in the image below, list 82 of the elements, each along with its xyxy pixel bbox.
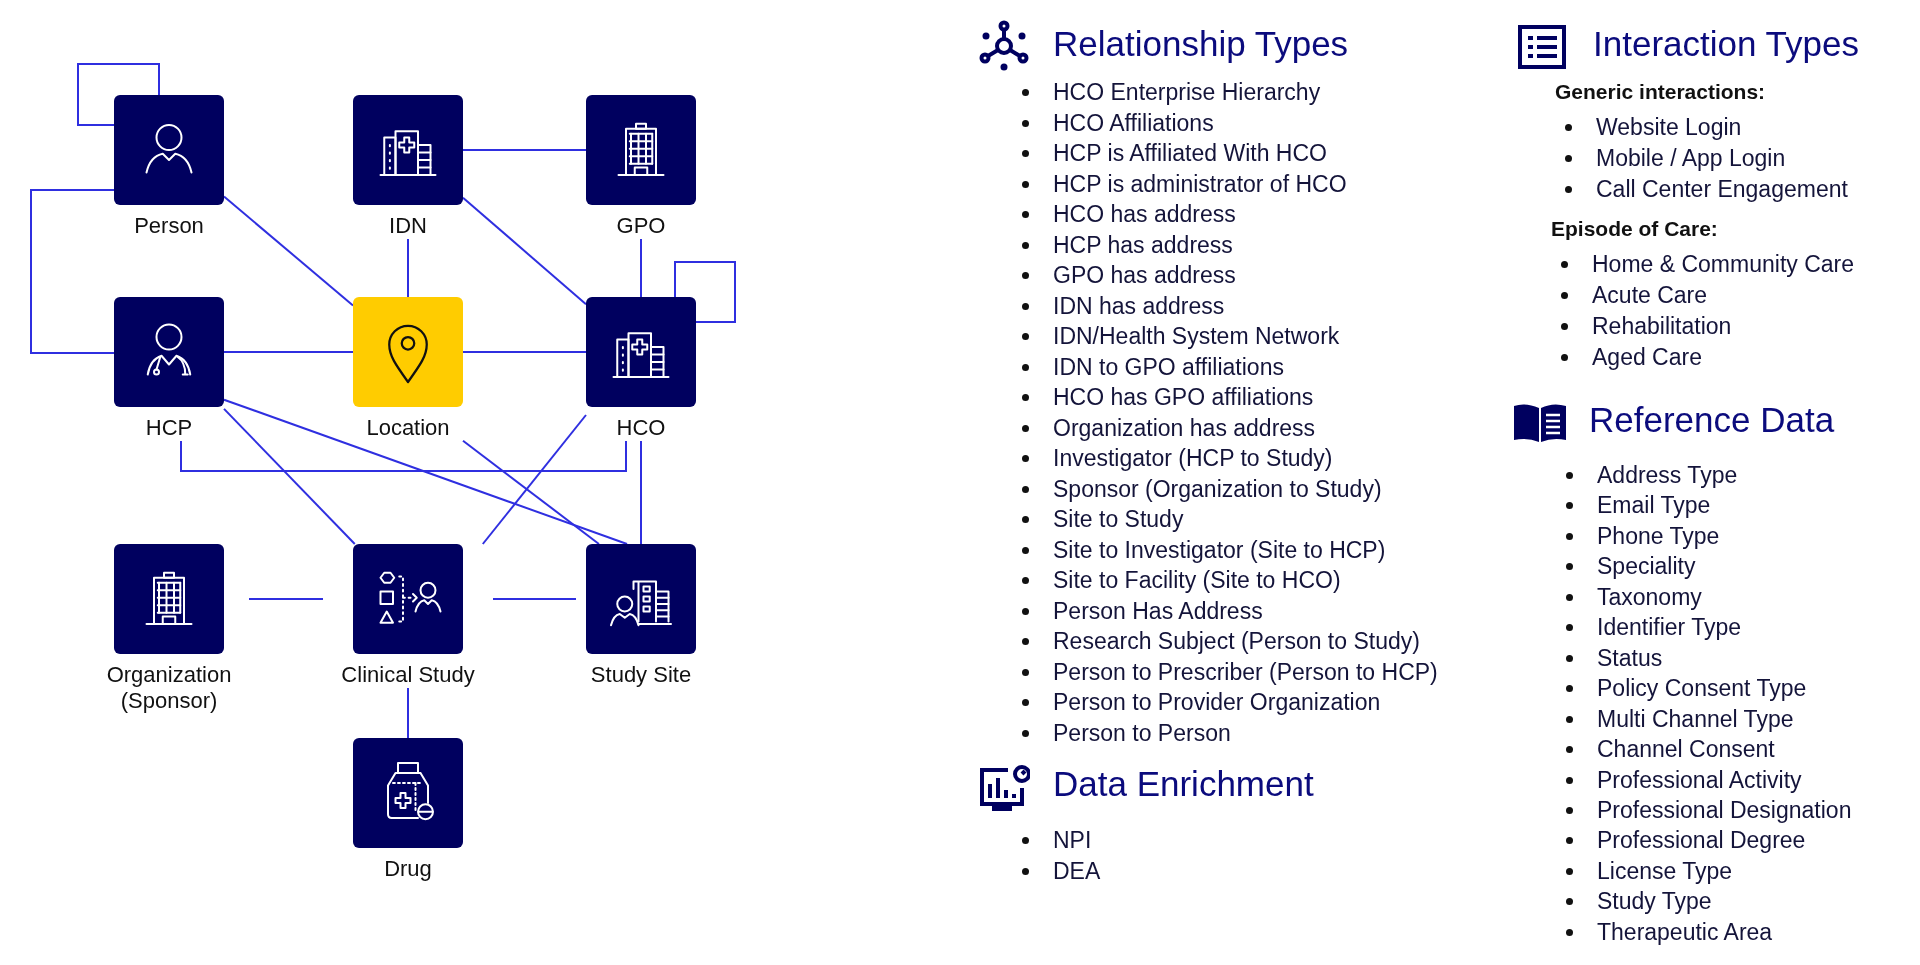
list-item: Sponsor (Organization to Study) — [1014, 473, 1382, 504]
list-item: Multi Channel Type — [1558, 703, 1794, 734]
node-label: Drug — [383, 856, 433, 882]
list-item: Site to Investigator (Site to HCP) — [1014, 534, 1386, 565]
connector-line — [481, 414, 587, 545]
list-item: Professional Activity — [1558, 764, 1802, 795]
list-item: Status — [1558, 642, 1663, 673]
list-item: Person to Provider Organization — [1014, 687, 1381, 717]
node-label: GPO — [615, 213, 667, 239]
node-label: IDN — [388, 213, 428, 239]
list-item: DEA — [1014, 855, 1101, 886]
node-label: Location — [365, 415, 451, 441]
list-item: Aged Care — [1553, 342, 1702, 372]
list-item: Research Subject (Person to Study) — [1014, 626, 1420, 656]
list-item: HCO has address — [1014, 199, 1236, 229]
node-label: Organization (Sponsor) — [105, 662, 233, 714]
node-label: HCP — [144, 415, 194, 441]
list-item: Investigator (HCP to Study) — [1014, 443, 1333, 473]
node-label: HCO — [615, 415, 667, 441]
list-item: Study Type — [1558, 886, 1712, 917]
connector-line — [492, 598, 577, 600]
list-item: Mobile / App Login — [1557, 143, 1786, 173]
list-item: Channel Consent — [1558, 734, 1775, 765]
section-heading: Data Enrichment — [1053, 763, 1314, 805]
list-item: HCP has address — [1014, 229, 1233, 260]
list-item: NPI — [1014, 825, 1092, 855]
list-item: Site to Facility (Site to HCO) — [1014, 565, 1341, 595]
node-label: Person — [133, 213, 205, 239]
list-item: Call Center Engagement — [1557, 174, 1848, 204]
section-heading: Relationship Types — [1053, 23, 1349, 65]
connector-line — [462, 351, 587, 353]
list-item: Email Type — [1558, 490, 1711, 521]
connector-line — [640, 238, 642, 298]
connector-line — [77, 63, 160, 126]
list-item: GPO has address — [1014, 260, 1236, 290]
list-item: Phone Type — [1558, 520, 1720, 551]
list-item: Professional Degree — [1558, 825, 1806, 856]
node-label: Clinical Study — [340, 662, 476, 688]
list-item: Person to Person — [1014, 717, 1231, 748]
connector-line — [30, 189, 115, 354]
list-item: Rehabilitation — [1553, 311, 1732, 341]
list-item: Acute Care — [1553, 280, 1708, 310]
list-item: Organization has address — [1014, 412, 1316, 443]
subheading: Generic interactions: — [1555, 79, 1766, 105]
list-item: HCP is administrator of HCO — [1014, 168, 1347, 199]
section-heading: Reference Data — [1589, 399, 1835, 441]
list-item: Website Login — [1557, 112, 1742, 142]
list-item: HCO has GPO affiliations — [1014, 382, 1314, 412]
list-item: Speciality — [1558, 551, 1696, 582]
list-item: Policy Consent Type — [1558, 673, 1807, 704]
list-item: Identifier Type — [1558, 612, 1742, 643]
list-item: License Type — [1558, 855, 1733, 886]
connector-line — [223, 351, 354, 353]
list-item: Site to Study — [1014, 504, 1184, 534]
connector-line — [407, 687, 409, 739]
connector-line — [180, 440, 627, 472]
list-item: IDN to GPO affiliations — [1014, 351, 1284, 382]
list-item: Person to Prescriber (Person to HCP) — [1014, 656, 1438, 687]
list-item: Address Type — [1558, 460, 1738, 490]
list-item: Therapeutic Area — [1558, 916, 1773, 947]
list-item: HCO Affiliations — [1014, 107, 1214, 138]
list-item: IDN has address — [1014, 290, 1225, 321]
connector-line — [223, 407, 356, 545]
connector-line — [248, 598, 324, 600]
connector-line — [462, 149, 587, 151]
connector-line — [640, 440, 642, 545]
node-label: Study Site — [589, 662, 693, 688]
connector-line — [462, 439, 600, 545]
list-item: HCP is Affiliated With HCO — [1014, 138, 1327, 168]
list-item: IDN/Health System Network — [1014, 321, 1340, 351]
connector-line — [407, 238, 409, 298]
subheading: Episode of Care: — [1551, 216, 1718, 242]
list-item: Home & Community Care — [1553, 249, 1855, 279]
connector-line — [674, 261, 736, 323]
section-heading: Interaction Types — [1593, 23, 1859, 65]
connector-line — [223, 398, 629, 545]
list-item: Taxonomy — [1558, 581, 1702, 612]
connector-line — [223, 195, 354, 307]
list-item: HCO Enterprise Hierarchy — [1014, 77, 1321, 107]
list-item: Professional Designation — [1558, 794, 1852, 825]
list-item: Person Has Address — [1014, 595, 1263, 626]
connector-line — [462, 196, 587, 306]
